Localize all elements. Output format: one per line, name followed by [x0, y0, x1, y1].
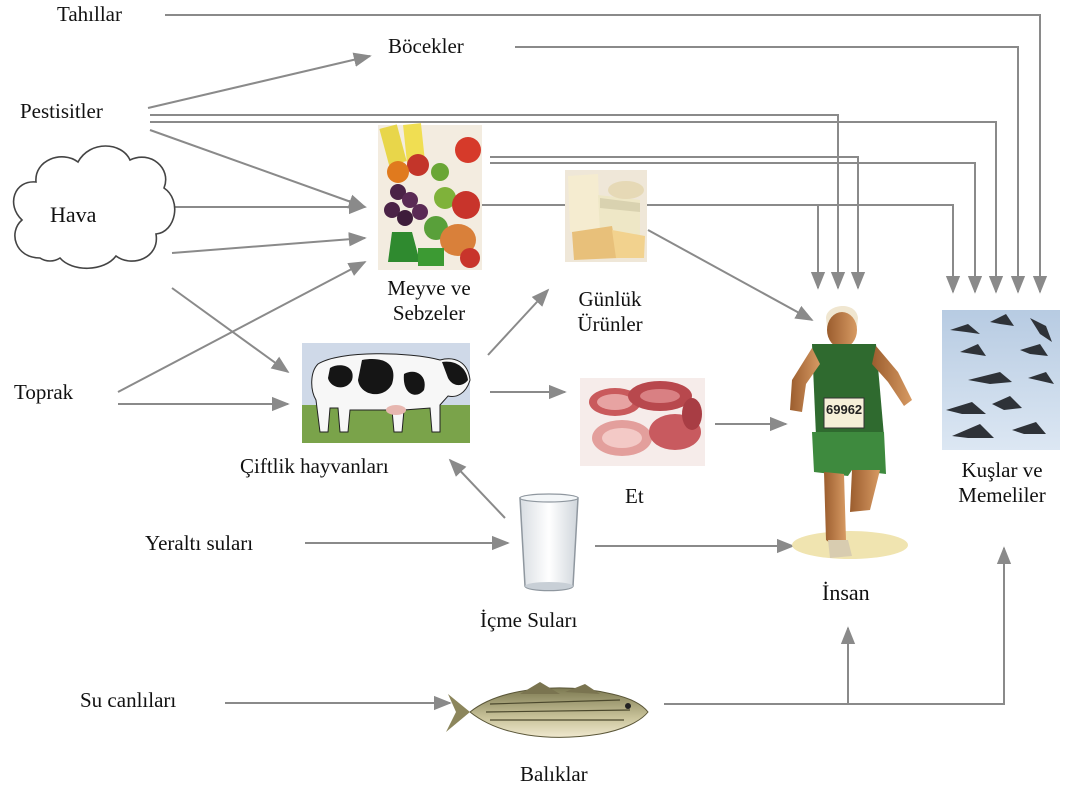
node-kuslar-ve-memeliler: Kuşlar ve Memeliler — [940, 458, 1064, 508]
runner-picture — [790, 305, 912, 559]
node-meyve-ve-sebzeler: Meyve ve Sebzeler — [368, 276, 490, 326]
node-meyve-ve-sebzeler-line-1: Meyve ve — [387, 276, 471, 300]
water-glass-picture — [519, 493, 579, 592]
node-gunluk-urunler-line-1: Günlük — [578, 287, 642, 311]
arrow-icme-to-ciftlik — [448, 458, 506, 519]
node-gunluk-urunler: Günlük Ürünler — [555, 287, 665, 337]
arrow-pestisitler-to-insan — [150, 114, 846, 290]
node-su-canlilari: Su canlıları — [80, 688, 177, 712]
arrow-ciftlik-to-gunluk — [487, 288, 550, 356]
arrow-meyve-to-kuslar — [490, 162, 983, 294]
node-hava: Hava — [50, 202, 97, 227]
node-kuslar-line-2: Memeliler — [958, 483, 1046, 508]
arrow-pestisitler-to-kuslar — [150, 121, 1004, 294]
node-kuslar-line-1: Kuşlar ve — [961, 458, 1043, 482]
arrow-hava-to-ciftlik — [171, 287, 290, 374]
cow-picture — [302, 343, 471, 443]
node-icme-sulari: İçme Suları — [480, 608, 578, 632]
runner-bib-number: 69962 — [826, 402, 863, 417]
arrow-gunluk-to-insan — [647, 229, 814, 321]
node-bocekler: Böcekler — [388, 34, 464, 58]
arrow-pestisitler-to-bocekler — [147, 52, 372, 109]
node-toprak: Toprak — [14, 380, 74, 404]
arrows — [117, 14, 1048, 711]
fish-picture — [446, 682, 649, 738]
node-baliklar: Balıklar — [520, 762, 588, 786]
node-yeralti-sulari: Yeraltı suları — [145, 531, 254, 555]
dairy-picture — [565, 170, 647, 262]
arrow-toprak-to-meyve — [117, 261, 367, 393]
arrow-meyve-to-insan — [490, 156, 866, 290]
cloud-shape — [12, 145, 176, 269]
arrow-baliklar-to-insan — [664, 626, 856, 705]
arrow-pestisitler-to-meyve — [149, 129, 367, 209]
arrow-hava-to-meyve-2 — [171, 232, 367, 254]
arrow-baliklar-to-kuslar — [848, 546, 1012, 705]
node-insan: İnsan — [822, 580, 870, 605]
arrow-hava-to-kuslar — [480, 204, 961, 294]
node-ciftlik-hayvanlari: Çiftlik hayvanları — [240, 454, 389, 478]
fruit-vegetable-picture — [378, 123, 482, 270]
node-gunluk-urunler-line-2: Ürünler — [577, 312, 643, 337]
node-et: Et — [625, 484, 644, 508]
node-tahillar: Tahıllar — [57, 2, 122, 26]
node-meyve-ve-sebzeler-line-2: Sebzeler — [392, 301, 466, 326]
arrow-tahillar-to-kuslar — [165, 14, 1048, 294]
birds-picture — [942, 310, 1060, 450]
meat-picture — [580, 378, 705, 466]
arrow-hava-to-insan — [480, 204, 826, 290]
node-pestisitler: Pestisitler — [20, 99, 103, 123]
arrow-bocekler-to-kuslar — [515, 46, 1026, 294]
